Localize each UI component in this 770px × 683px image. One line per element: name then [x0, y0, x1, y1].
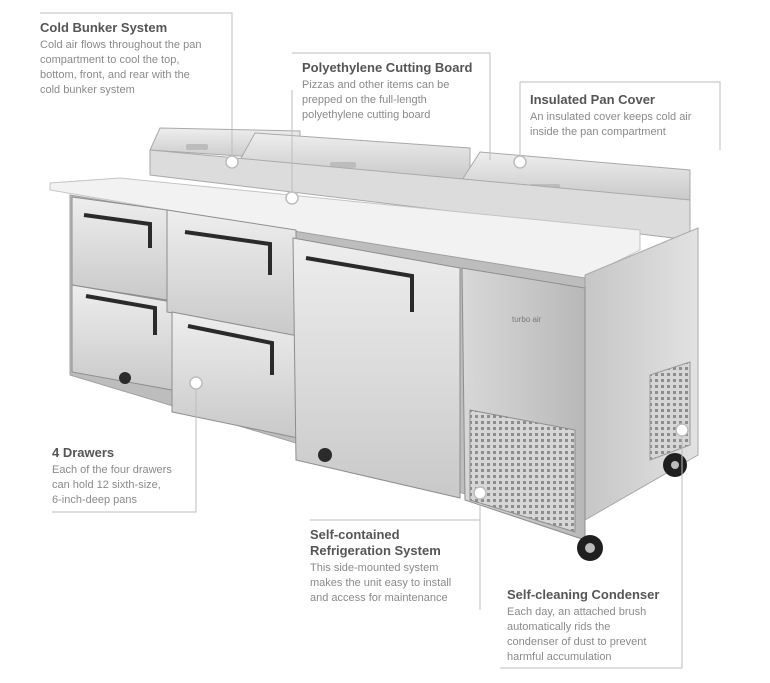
callout-title: Self-cleaning Condenser [507, 587, 660, 602]
callout-title: Polyethylene Cutting Board [302, 60, 473, 75]
door [292, 237, 461, 499]
cutting-board [49, 177, 641, 281]
callout-markers [189, 155, 689, 500]
callout-description: Cold air flows throughout the pan compar… [40, 39, 202, 96]
marker-cold-bunker [225, 155, 239, 169]
callout-title: Cold Bunker System [40, 20, 168, 35]
callout-description: An insulated cover keeps cold air inside… [530, 111, 692, 138]
marker-drawers [189, 376, 203, 390]
callout-title: Self-contained Refrigeration System [310, 527, 441, 558]
callout-description: Each day, an attached brush automaticall… [507, 606, 647, 663]
side-grille [649, 361, 691, 461]
marker-condenser [675, 423, 689, 437]
front-grille [469, 409, 576, 533]
marker-cutting-board [285, 191, 299, 205]
lid-handle-1 [186, 144, 208, 150]
callout-title: Insulated Pan Cover [530, 92, 655, 107]
callout-title: 4 Drawers [52, 445, 115, 460]
callout-pan-cover: Insulated Pan Cover An insulated cover k… [530, 92, 730, 140]
callout-description: Pizzas and other items can be prepped on… [302, 79, 450, 121]
brand-logo: turbo air [512, 315, 542, 324]
callout-refrigeration: Self-contained Refrigeration System This… [310, 527, 485, 606]
casters [119, 372, 687, 561]
drawer-1 [71, 196, 168, 301]
callout-description: Each of the four drawers can hold 12 six… [52, 464, 172, 506]
leader-lines [40, 12, 721, 669]
drawers-group [71, 196, 299, 439]
callout-condenser: Self-cleaning Condenser Each day, an att… [507, 587, 682, 665]
callout-cold-bunker: Cold Bunker System Cold air flows throug… [40, 20, 240, 98]
marker-pan-cover [513, 155, 527, 169]
callout-cutting-board: Polyethylene Cutting Board Pizzas and ot… [302, 60, 502, 123]
marker-refrigeration [473, 486, 487, 500]
lid-handle-2 [330, 162, 356, 168]
callout-description: This side-mounted system makes the unit … [310, 562, 452, 604]
callout-drawers: 4 Drawers Each of the four drawers can h… [52, 445, 212, 508]
